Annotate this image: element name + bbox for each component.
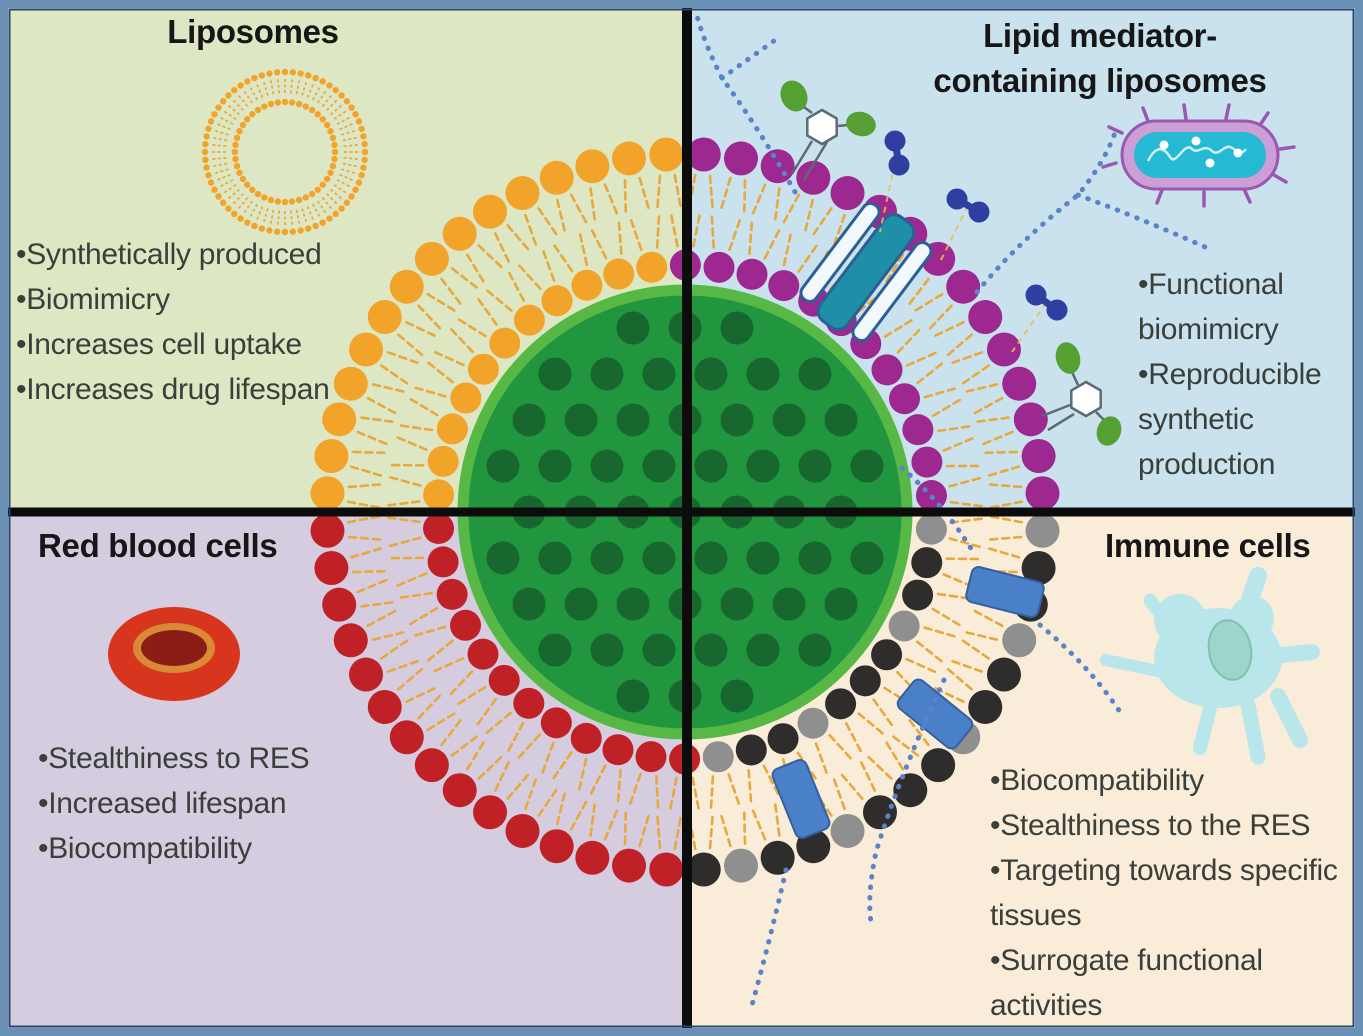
bacterium-dna-squiggle <box>1146 145 1247 162</box>
red-blood-cells-title: Red blood cells <box>38 527 278 564</box>
lipid-mediator-title-line1: Lipid mediator- <box>983 17 1217 54</box>
immune-cell-icon <box>1100 567 1320 765</box>
bullet-item: •Surrogate functional activities <box>990 944 1263 1022</box>
bullet-item: •Synthetically produced <box>16 238 322 271</box>
glycan-green-oval-icon <box>1096 416 1122 446</box>
red-blood-cell-icon <box>108 607 240 701</box>
glycan-green-oval-icon <box>780 80 808 112</box>
liposomes-bullet-list: •Synthetically produced •Biomimicry •Inc… <box>16 232 356 412</box>
lipid-mediator-bullet-list: •Functional biomimicry •Reproducible syn… <box>1138 262 1352 487</box>
bullet-item: •Increases drug lifespan <box>16 373 330 406</box>
axis-divider-cross <box>6 6 1357 1030</box>
red-blood-cells-bullet-list: •Stealthiness to RES •Increased lifespan… <box>38 736 372 871</box>
lipid-mediator-decorations <box>694 13 1208 558</box>
bullet-item: •Stealthiness to RES <box>38 742 310 775</box>
lipid-mediator-molecule-icon <box>968 201 990 223</box>
antibody-hexagon-icon <box>1070 380 1102 418</box>
immune-cell-nucleus <box>1207 619 1253 681</box>
peg-chain-icon <box>749 867 789 1008</box>
membrane-protein-blue-icon <box>771 759 831 839</box>
peg-chain-icon <box>867 677 947 931</box>
immune-decorations <box>749 566 1127 1008</box>
lipid-mediator-title: Lipid mediator- containing liposomes <box>900 13 1300 103</box>
bullet-item: •Targeting towards specific tissues <box>990 854 1338 932</box>
bullet-item: •Reproducible synthetic production <box>1138 358 1322 481</box>
bullet-item: •Biomimicry <box>16 283 170 316</box>
lipid-mediator-title-line2: containing liposomes <box>933 62 1267 99</box>
antibody-hexagon-icon <box>806 108 838 146</box>
peg-chain-icon <box>974 127 1119 295</box>
peg-chain-icon <box>899 465 978 558</box>
bullet-item: •Stealthiness to the RES <box>990 809 1311 842</box>
peg-chain-icon <box>1037 622 1127 721</box>
bacterium-icon <box>1101 103 1296 208</box>
immune-cells-title: Immune cells <box>1105 527 1311 564</box>
bullet-item: •Functional biomimicry <box>1138 268 1284 346</box>
peg-chain-icon <box>694 13 798 195</box>
peg-chain-icon <box>719 35 781 81</box>
immune-cells-bullet-list: •Biocompatibility •Stealthiness to the R… <box>990 758 1350 1028</box>
bullet-item: •Increased lifespan <box>38 787 287 820</box>
bullet-item: •Biocompatibility <box>38 832 252 865</box>
membrane-protein-blue-icon <box>965 566 1045 618</box>
glycan-green-oval-icon <box>846 111 876 137</box>
transmembrane-protein-teal-icon <box>799 201 933 343</box>
bullet-item: •Increases cell uptake <box>16 328 302 361</box>
bullet-item: •Biocompatibility <box>990 764 1204 797</box>
glycan-green-oval-icon <box>1055 342 1081 374</box>
liposomes-title: Liposomes <box>167 13 339 50</box>
liposome-icon <box>201 68 369 236</box>
lipid-mediator-molecule-icon <box>888 154 910 176</box>
lipid-mediator-molecule-icon <box>1046 299 1068 321</box>
